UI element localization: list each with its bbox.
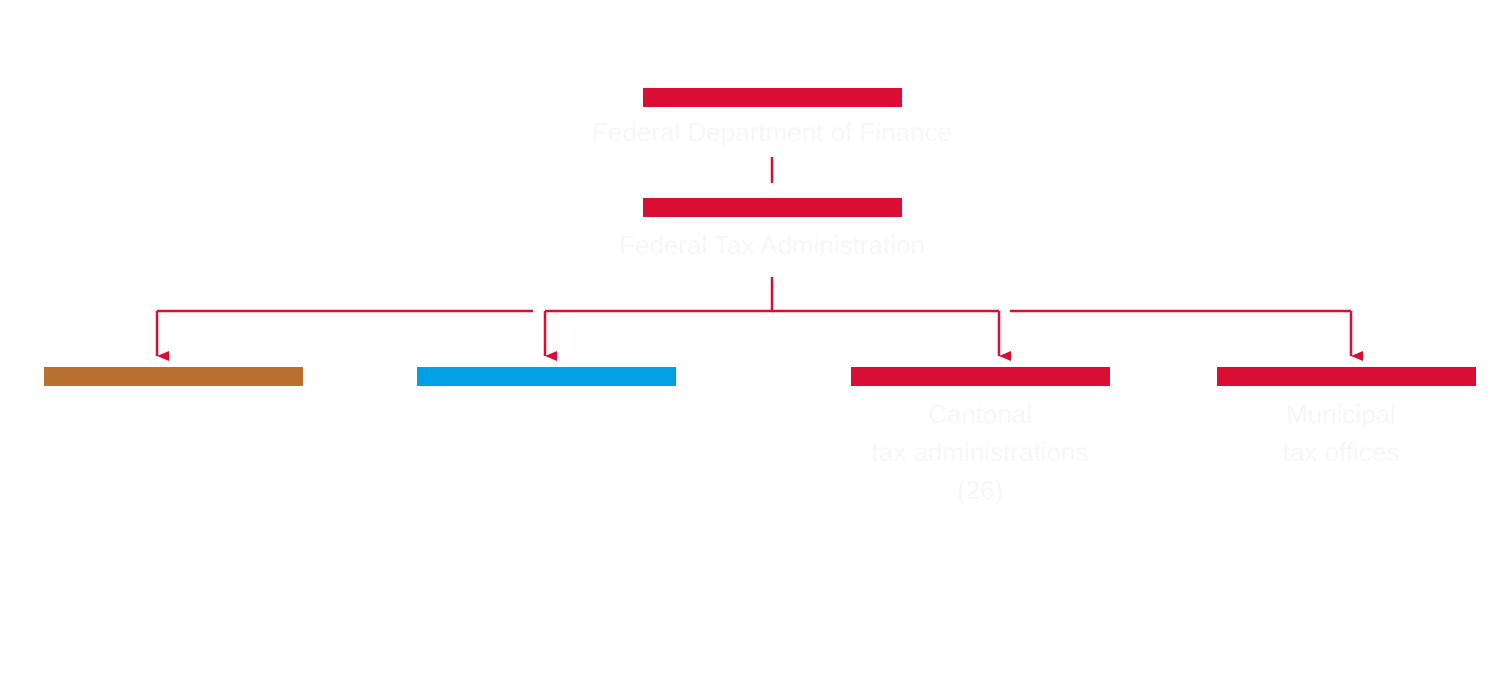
child-3-label-line-2: tax administrations [871,437,1089,467]
child-4-label-line-1: Municipal [1286,399,1396,429]
child-4-label-line-2: tax offices [1282,437,1400,467]
top-node-label-line: Federal Department of Finance [592,117,952,147]
child-3-bar [851,367,1110,386]
child-4-bar [1217,367,1476,386]
middle-node-label: Federal Tax Administration [572,226,972,264]
child-2-bar [417,367,676,386]
middle-node-label-line: Federal Tax Administration [619,230,925,260]
top-node-bar [643,88,902,107]
child-3-label: Cantonal tax administrations (26) [820,395,1140,509]
child-3-label-line-1: Cantonal [927,399,1033,429]
child-1-bar [44,367,303,386]
top-node-label: Federal Department of Finance [572,113,972,151]
child-4-label: Municipal tax offices [1186,395,1496,471]
middle-node-bar [643,198,902,217]
child-3-label-line-3: (26) [956,475,1004,505]
